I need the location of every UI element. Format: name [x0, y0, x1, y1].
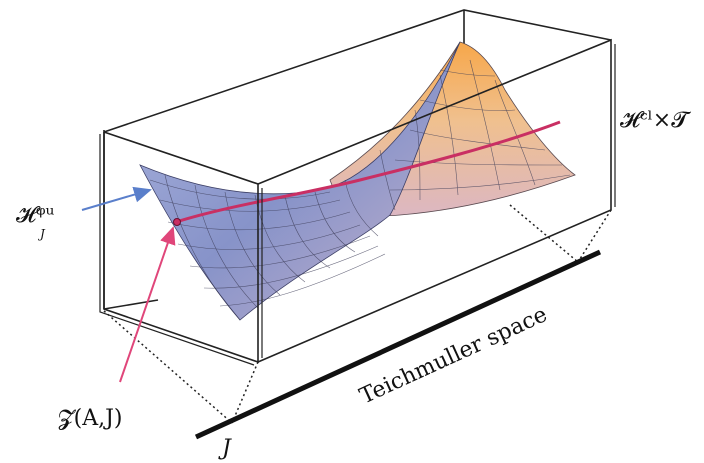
zero-set-pointer — [119, 226, 176, 383]
quantum-surface-subscript: J — [37, 227, 46, 241]
zero-set-label: 𝓩(A,J) — [58, 406, 123, 431]
quantum-surface-label: 𝓗ᵠᵘ J — [16, 203, 55, 241]
product-space-label: 𝓗ᶜˡ×𝓣 — [620, 108, 691, 133]
saddle-surface — [139, 41, 576, 321]
zero-set-point — [173, 218, 181, 226]
quantum-surface-main: 𝓗ᵠᵘ — [16, 203, 55, 228]
zero-set-curve — [175, 120, 561, 224]
point-j-label: J — [218, 436, 232, 461]
box-front-edges — [99, 38, 616, 366]
projection-lines — [103, 204, 612, 424]
quantum-surface-pointer — [81, 186, 152, 211]
teichmuller-axis — [194, 249, 602, 440]
surface-grid — [149, 59, 571, 321]
